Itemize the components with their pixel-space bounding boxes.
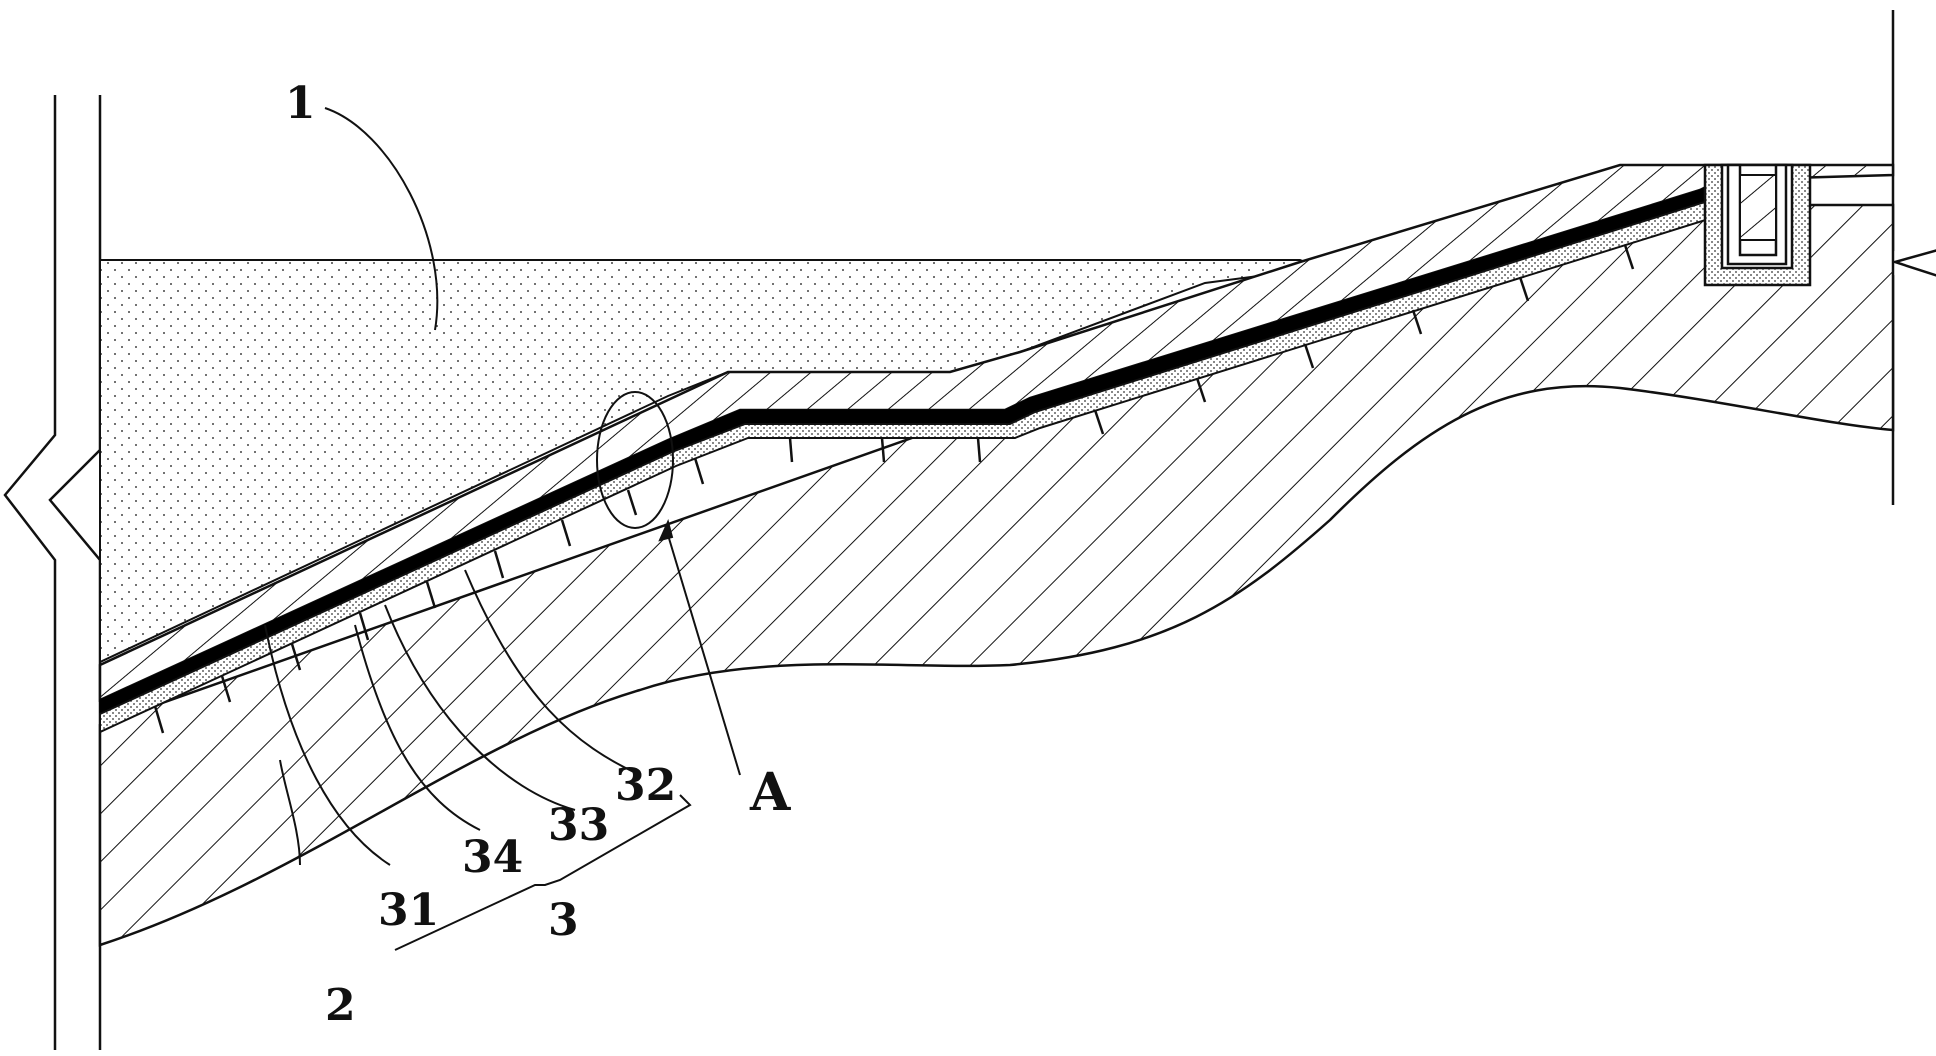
- detail-circle-a: [596, 391, 674, 529]
- label-34: 34: [462, 832, 523, 883]
- anchor-trench: [1703, 163, 1812, 287]
- leader-lines: [264, 107, 741, 951]
- label-32: 32: [615, 760, 676, 811]
- soil-body: [98, 203, 1895, 947]
- label-a: A: [749, 762, 791, 823]
- anchor-pins: [153, 244, 1635, 734]
- label-2: 2: [325, 980, 356, 1031]
- label-33: 33: [548, 800, 609, 851]
- label-31: 31: [378, 885, 439, 936]
- left-wall: [3, 95, 102, 1050]
- label-3: 3: [548, 895, 579, 946]
- label-1: 1: [285, 78, 316, 129]
